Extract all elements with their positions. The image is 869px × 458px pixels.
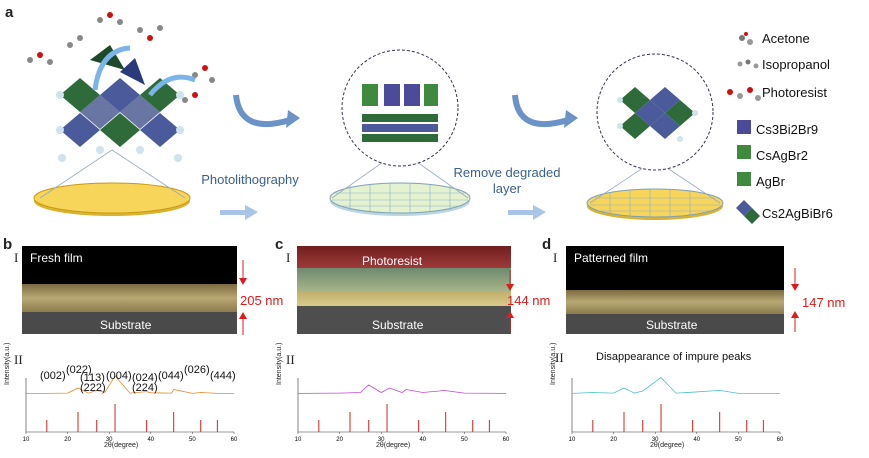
x-tick-label: 20 [610,437,617,443]
crystal-fresh [56,45,184,162]
xrd-ylabel-c: Intensity(a.u.) [276,342,283,385]
xrd-pattern-line [26,375,234,394]
x-tick-label: 10 [569,437,576,443]
wafer-final [586,188,724,218]
panel-a-schematic [27,12,761,224]
peak-224: (224) [132,382,158,394]
sem-title-patterned: Patterned film [574,251,649,265]
xrd-chart-d: 10 20 30 40 50 60 [569,376,784,443]
x-tick-label: 40 [419,437,426,443]
panel-d-label: d [542,236,552,253]
sem-image-photoresist [297,246,511,334]
panel-c-label: c [275,236,284,253]
arrow-up-1 [92,45,131,91]
legend-cs2agbibr6: Cs2AgBiBr6 [762,206,833,221]
x-tick-label: 20 [336,437,343,443]
curved-arrow-2 [512,94,569,128]
thickness-arrows-b [239,260,247,335]
panel-c-roman-1: I [286,250,291,265]
peak-002: (002) [40,370,66,382]
zoom-circle-2 [341,49,459,167]
legend-agbr: AgBr [756,174,785,189]
thickness-b: 205 nm [240,293,284,308]
crystal-degraded [362,84,438,142]
peak-113: (113) [80,372,105,384]
legend-icons [727,32,761,224]
sem-image-patterned [566,246,784,334]
xrd-xlabel-c: 2θ(degree) [376,442,411,449]
peak-222: (222) [80,382,106,394]
panel-b-roman-2: II [14,352,23,367]
x-tick-label: 50 [735,437,742,443]
panel-c-roman-2: II [286,352,295,367]
sem-substrate-d: Substrate [646,318,698,332]
x-tick-label: 10 [295,437,302,443]
peak-022: (022) [66,364,92,376]
xrd-xlabel-d: 2θ(degree) [650,442,685,449]
x-tick-label: 40 [693,437,700,443]
peak-024: (024) [132,372,158,384]
peak-044: (044) [158,370,184,382]
xrd-pattern-line [571,376,780,394]
thickness-arrows-d [791,268,799,332]
crystal-pure [617,87,698,142]
x-tick-label: 50 [461,437,468,443]
x-tick-label: 30 [652,437,659,443]
panel-b-label: b [3,236,13,253]
legend-csagbr2: CsAgBr2 [756,148,809,163]
x-tick-label: 50 [189,437,196,443]
thickness-d: 147 nm [802,295,846,310]
panel-d-roman-1: I [553,250,558,265]
thickness-arrows-c [506,270,514,332]
wafer-patterned [329,182,471,214]
sem-image-fresh [22,246,237,334]
panel-d-roman-2: II [555,350,564,365]
step-remove-line1: Remove degraded [453,165,561,180]
x-tick-label: 60 [503,437,510,443]
x-tick-label: 60 [777,437,784,443]
arrow-up-2 [148,74,196,97]
x-tick-label: 30 [106,437,113,443]
xrd-ylabel-b: Intensity(a.u.) [4,342,11,385]
sem-title-fresh: Fresh film [30,251,83,265]
thickness-c: 144 nm [507,293,551,308]
xrd-chart-b: 10 20 30 40 50 60 [23,375,238,443]
x-tick-label: 20 [64,437,71,443]
legend-cs3bi2br9: Cs3Bi2Br9 [756,122,819,137]
step-remove-line2: layer [492,181,522,196]
legend-acetone: Acetone [762,31,810,46]
sem-substrate-b: Substrate [100,318,152,332]
xrd-pattern-line [297,384,507,394]
x-tick-label: 60 [231,437,238,443]
sem-substrate-c: Substrate [372,318,424,332]
xrd-xlabel-b: 2θ(degree) [104,442,139,449]
xrd-ylabel-d: Intensity(a.u.) [550,342,557,385]
step-photolithography: Photolithography [201,172,299,187]
peak-004: (004) [106,370,132,382]
sem-title-photoresist: Photoresist [362,254,423,268]
curved-arrow-1 [233,94,291,128]
x-tick-label: 40 [147,437,154,443]
peak-444: (444) [210,370,236,382]
peak-026: (026) [184,364,210,376]
legend-isopropanol: Isopropanol [762,57,830,72]
legend-photoresist: Photoresist [762,85,828,100]
panel-b-roman-1: I [14,250,19,265]
panel-a-label: a [5,4,14,21]
xrd-chart-c: 10 20 30 40 50 60 [295,378,510,443]
annotation-impure-peaks: Disappearance of impure peaks [596,351,752,363]
x-tick-label: 10 [23,437,30,443]
x-tick-label: 30 [378,437,385,443]
solvent-molecules [27,12,215,103]
